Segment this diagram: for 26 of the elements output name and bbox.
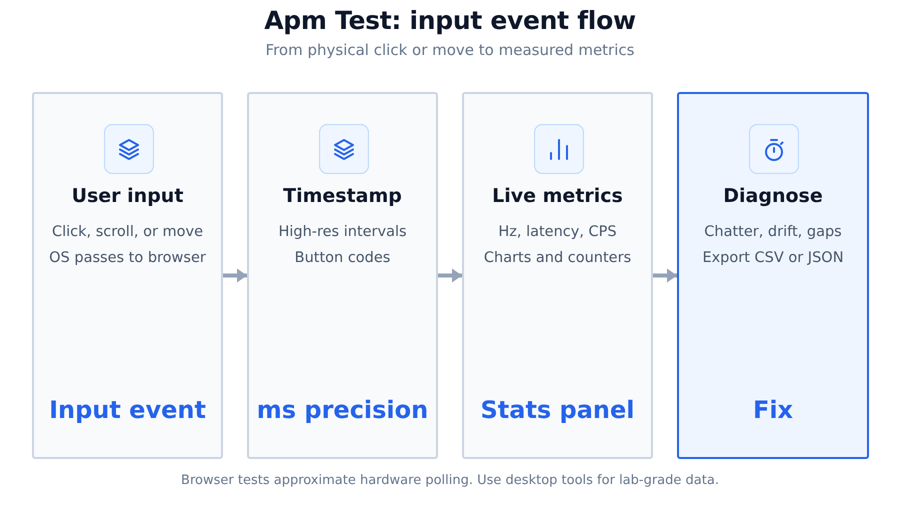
- card-description: Chatter, drift, gaps: [703, 224, 843, 240]
- card-description: Export CSV or JSON: [701, 250, 845, 266]
- arrow: [438, 268, 462, 282]
- footnote: Browser tests approximate hardware polling. Use desktop tools for lab-grade data.: [180, 473, 720, 488]
- step-card: [677, 92, 869, 459]
- card-description: Click, scroll, or move: [50, 224, 204, 240]
- card-label: Input event: [48, 396, 207, 424]
- card-description: OS passes to browser: [48, 250, 207, 266]
- card-label: Stats panel: [479, 396, 636, 424]
- step-card: [462, 92, 653, 459]
- subtitle: From physical click or move to measured metrics: [264, 41, 636, 59]
- step-card: [247, 92, 438, 459]
- arrow: [653, 268, 677, 282]
- card-description: Button codes: [294, 250, 392, 266]
- card-description: Hz, latency, CPS: [497, 224, 618, 240]
- step-card: [32, 92, 223, 459]
- card-label: ms precision: [256, 396, 430, 424]
- diagram-title: Apm Test: input event flow: [263, 6, 637, 35]
- card-label: Fix: [752, 396, 794, 424]
- card-heading: Timestamp: [282, 185, 403, 207]
- card-heading: Diagnose: [722, 185, 824, 207]
- card-heading: User input: [70, 185, 184, 207]
- card-description: Charts and counters: [482, 250, 632, 266]
- card-description: High-res intervals: [277, 224, 408, 240]
- arrow: [223, 268, 247, 282]
- card-heading: Live metrics: [491, 185, 624, 207]
